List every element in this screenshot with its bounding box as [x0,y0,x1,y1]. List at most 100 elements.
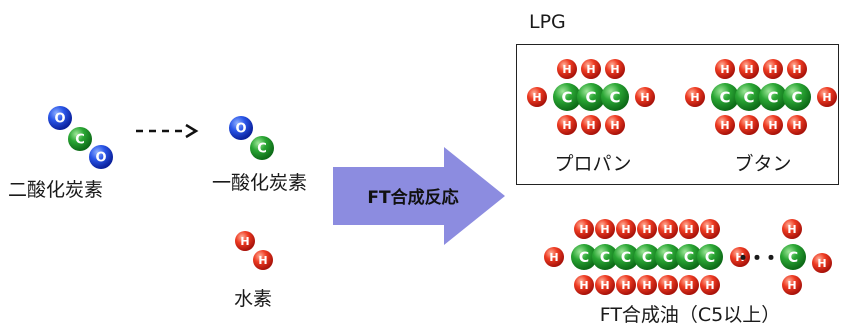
hydrogen-atom: H [635,87,655,107]
hydrogen-atom: H [605,59,625,79]
svg-text:H: H [792,119,801,132]
hydrogen-atom: H [637,219,657,239]
svg-text:H: H [705,223,714,236]
svg-text:H: H [663,279,672,292]
hydrogen-atom: H [700,275,720,295]
svg-text:C: C [788,250,798,266]
hydrogen-atom: H [739,115,759,135]
svg-text:H: H [817,257,826,270]
svg-text:H: H [240,235,249,248]
svg-text:H: H [610,119,619,132]
hydrogen-atom: H [787,115,807,135]
carbon-atom: C [250,136,274,160]
oxygen-atom: O [229,116,253,140]
hydrogen-atom: H [574,219,594,239]
hydrogen-atom: H [605,115,625,135]
hydrogen-atom: H [817,87,837,107]
svg-text:H: H [744,63,753,76]
svg-text:H: H [768,63,777,76]
svg-text:C: C [719,88,730,106]
svg-text:H: H [720,119,729,132]
butane-label: ブタン [734,153,792,175]
svg-text:H: H [642,279,651,292]
svg-text:H: H [684,279,693,292]
carbon-atom: C [577,83,605,111]
svg-text:H: H [600,223,609,236]
hydrogen-atom: H [782,219,802,239]
svg-text:H: H [258,254,267,267]
carbon-atom: C [711,83,739,111]
hydrogen-atom: H [782,275,802,295]
svg-text:C: C [75,133,85,148]
oxygen-atom: O [48,106,72,130]
svg-text:H: H [621,279,630,292]
carbon-atom: C [601,83,629,111]
carbon-atom: C [655,244,681,270]
hydrogen-atom: H [253,250,273,270]
svg-text:H: H [586,63,595,76]
conversion-dashed-arrow [136,123,199,139]
carbon-atom: C [68,127,92,151]
hydrogen-atom: H [616,219,636,239]
hydrogen-atom: H [235,231,255,251]
svg-text:H: H [744,119,753,132]
svg-text:O: O [54,112,65,127]
svg-text:H: H [532,91,541,104]
ft-oil-label: FT合成油（C5以上） [599,304,781,326]
propane-label: プロパン [554,153,632,175]
svg-text:H: H [663,223,672,236]
svg-text:C: C [585,88,596,106]
hydrogen-atom: H [763,115,783,135]
hydrogen-atom: H [658,275,678,295]
hydrogen-atom: H [595,275,615,295]
carbon-atom: C [634,244,660,270]
hydrogen-atom: H [700,219,720,239]
svg-text:H: H [562,63,571,76]
carbon-atom: C [759,83,787,111]
svg-text:C: C [791,88,802,106]
svg-text:C: C [257,142,267,157]
svg-text:H: H [768,119,777,132]
svg-text:H: H [600,279,609,292]
hydrogen-atom: H [637,275,657,295]
oxygen-atom: O [89,145,113,169]
svg-text:H: H [690,91,699,104]
hydrogen-atom: H [557,59,577,79]
svg-text:C: C [600,250,610,266]
carbon-atom: C [592,244,618,270]
carbon-atom: C [553,83,581,111]
svg-text:H: H [586,119,595,132]
svg-text:H: H [621,223,630,236]
svg-text:H: H [735,251,744,264]
svg-text:H: H [579,223,588,236]
hydrogen-atom: H [715,115,735,135]
hydrogen-atom: H [557,115,577,135]
carbon-atom: C [571,244,597,270]
hydrogen-atom: H [787,59,807,79]
hydrogen-atom: H [581,115,601,135]
reaction-label: FT合成反応 [367,188,459,208]
svg-text:C: C [621,250,631,266]
h2-label: 水素 [233,288,273,310]
svg-text:H: H [720,63,729,76]
svg-text:H: H [610,63,619,76]
carbon-atom: C [676,244,702,270]
svg-text:C: C [561,88,572,106]
svg-text:H: H [642,223,651,236]
ellipsis-label: ・・・ [733,246,781,270]
svg-text:H: H [787,223,796,236]
svg-text:C: C [743,88,754,106]
svg-text:H: H [792,63,801,76]
carbon-atom: C [697,244,723,270]
svg-text:C: C [642,250,652,266]
svg-text:H: H [549,251,558,264]
svg-text:C: C [684,250,694,266]
hydrogen-atom: H [527,87,547,107]
hydrogen-atom: H [812,253,832,273]
svg-text:H: H [640,91,649,104]
hydrogen-atom: H [616,275,636,295]
hydrogen-atom: H [679,275,699,295]
hydrogen-atom: H [595,219,615,239]
